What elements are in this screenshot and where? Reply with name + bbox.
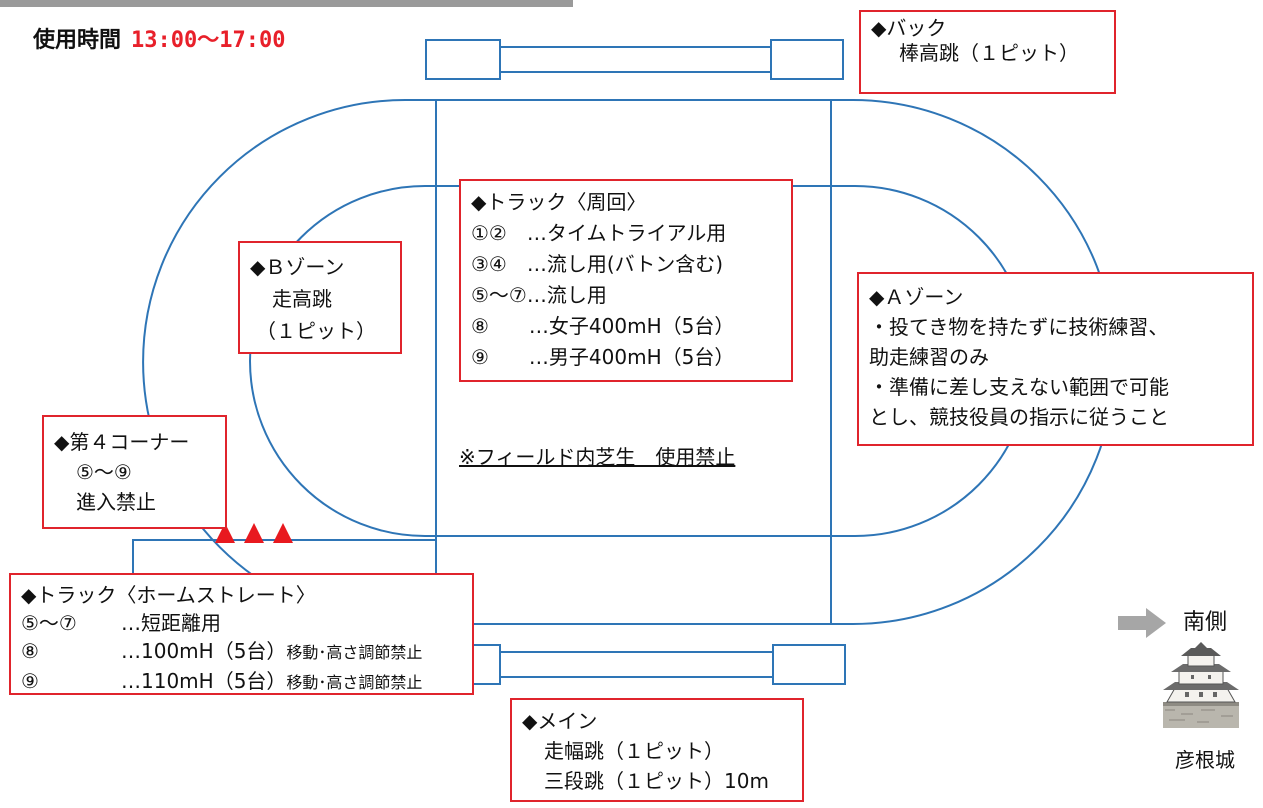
lane-note: 移動･高さ調節禁止 <box>286 643 423 662</box>
a-zone-line: ・投てき物を持たずに技術練習、 <box>869 315 1169 339</box>
home-straight-row: ⑧ …100mH（5台）移動･高さ調節禁止 <box>21 637 462 667</box>
lap-track-callout: ◆トラック〈周回〉 ①② …タイムトライアル用 ③④ …流し用(バトン含む) ⑤… <box>459 179 793 382</box>
b-zone-line: （１ピット） <box>256 319 376 343</box>
home-straight-title: ◆トラック〈ホームストレート〉 <box>21 583 316 607</box>
lap-track-line: ⑨ …男子400mH（5台） <box>471 345 735 369</box>
b-zone-callout: ◆Ｂゾーン 走高跳 （１ピット） <box>238 241 402 354</box>
lap-track-line: ③④ …流し用(バトン含む) <box>471 252 724 276</box>
lane-label: ⑤〜⑦ <box>21 611 77 635</box>
lap-track-line: ①② …タイムトライアル用 <box>471 221 727 245</box>
home-straight-row: ⑤〜⑦ …短距離用 <box>21 609 462 637</box>
lane-label: ⑨ <box>21 669 39 693</box>
b-zone-line: 走高跳 <box>272 287 332 311</box>
lane-text: …110mH（5台） <box>121 669 287 693</box>
field-note: ※フィールド内芝生 使用禁止 <box>459 445 736 469</box>
usage-time-title: 使用時間 13:00〜17:00 <box>33 22 285 54</box>
south-label: 南側 <box>1183 610 1228 635</box>
corner4-callout: ◆第４コーナー ⑤〜⑨ 進入禁止 <box>42 415 227 529</box>
lap-track-title: ◆トラック〈周回〉 <box>471 190 647 214</box>
main-runway <box>499 651 774 678</box>
main-zone-title: ◆メイン <box>522 709 598 733</box>
home-straight-extension <box>132 539 436 580</box>
usage-time-label: 使用時間 <box>33 28 122 53</box>
top-bar <box>0 0 573 7</box>
back-runway <box>499 46 772 73</box>
usage-time-value: 13:00〜17:00 <box>131 28 286 53</box>
main-zone-line: 走幅跳（１ピット） <box>544 739 724 763</box>
lane-text: …100mH（5台） <box>121 639 287 663</box>
lap-track-line: ⑤〜⑦…流し用 <box>471 283 607 307</box>
lap-track-line: ⑧ …女子400mH（5台） <box>471 314 735 338</box>
castle-icon <box>1163 642 1239 728</box>
back-zone-title: ◆バック <box>871 16 947 40</box>
main-runway-right-box <box>772 644 846 685</box>
back-runway-right-box <box>770 39 844 80</box>
b-zone-title: ◆Ｂゾーン <box>250 255 345 279</box>
a-zone-line: 助走練習のみ <box>869 345 989 369</box>
a-zone-callout: ◆Ａゾーン ・投てき物を持たずに技術練習、 助走練習のみ ・準備に差し支えない範… <box>857 272 1254 446</box>
corner4-title: ◆第４コーナー <box>54 430 190 454</box>
corner4-line: ⑤〜⑨ <box>76 460 132 484</box>
a-zone-title: ◆Ａゾーン <box>869 285 964 309</box>
main-zone-line: 三段跳（１ピット）10m <box>544 769 769 793</box>
back-zone-line: 棒高跳（１ピット） <box>899 41 1079 65</box>
main-zone-callout: ◆メイン 走幅跳（１ピット） 三段跳（１ピット）10m <box>510 698 804 802</box>
back-runway-left-box <box>425 39 501 80</box>
a-zone-line: ・準備に差し支えない範囲で可能 <box>869 375 1169 399</box>
warning-triangle <box>244 523 264 543</box>
outer-track <box>142 99 1116 625</box>
corner4-line: 進入禁止 <box>76 490 156 514</box>
lane-text: …短距離用 <box>121 611 221 635</box>
home-straight-callout: ◆トラック〈ホームストレート〉 ⑤〜⑦…短距離用 ⑧…100mH（5台）移動･高… <box>9 573 474 695</box>
castle-label: 彦根城 <box>1175 748 1235 772</box>
a-zone-line: とし、競技役員の指示に従うこと <box>869 405 1169 429</box>
lane-note: 移動･高さ調節禁止 <box>286 673 423 692</box>
warning-triangle <box>273 523 293 543</box>
home-straight-row: ⑨ …110mH（5台）移動･高さ調節禁止 <box>21 667 462 697</box>
back-zone-callout: ◆バック 棒高跳（１ピット） <box>859 10 1116 94</box>
right-arrow-icon <box>1118 608 1166 638</box>
lane-label: ⑧ <box>21 639 39 663</box>
